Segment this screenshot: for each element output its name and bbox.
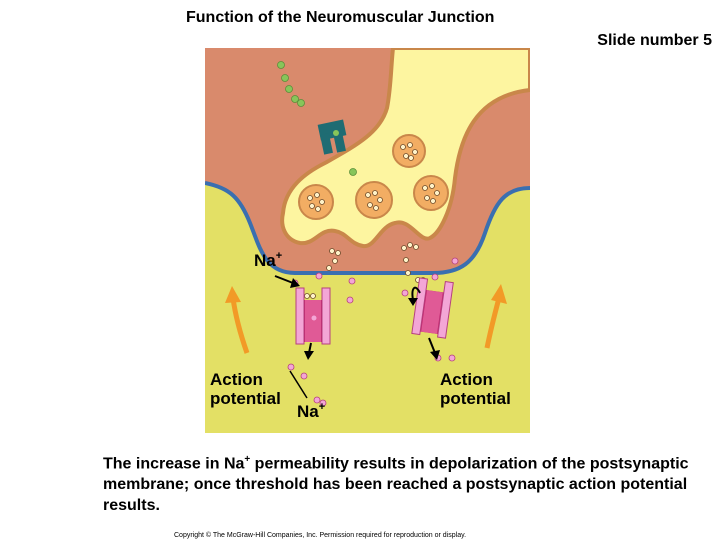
action-potential-label-left: Action potential — [210, 370, 281, 408]
na-ion-label-bottom: Na+ — [297, 401, 326, 421]
calcium-channel — [317, 119, 347, 155]
slide-number: Slide number 5 — [597, 32, 712, 49]
na-label-leader-line — [289, 370, 308, 399]
action-potential-arrow-left — [225, 286, 250, 354]
action-potential-label-right: Action potential — [440, 370, 511, 408]
acetylcholine-receptor-right — [411, 277, 454, 339]
postsynaptic-membrane — [205, 181, 530, 275]
acetylcholine-in-vesicles — [307, 142, 440, 212]
na-ion-label-top: Na+ — [254, 250, 283, 270]
neuromuscular-junction-diagram — [205, 48, 530, 433]
slide-title: Function of the Neuromuscular Junction — [186, 9, 495, 26]
copyright-notice: Copyright © The McGraw-Hill Companies, I… — [174, 532, 467, 539]
acetylcholine-receptor-left — [295, 287, 331, 345]
synaptic-vesicles — [298, 134, 449, 220]
calcium-ions — [277, 61, 357, 176]
sodium-arrow-heads — [290, 278, 440, 360]
action-potential-arrow-right — [484, 284, 507, 349]
figure-caption: The increase in Na+ permeability results… — [103, 454, 689, 515]
